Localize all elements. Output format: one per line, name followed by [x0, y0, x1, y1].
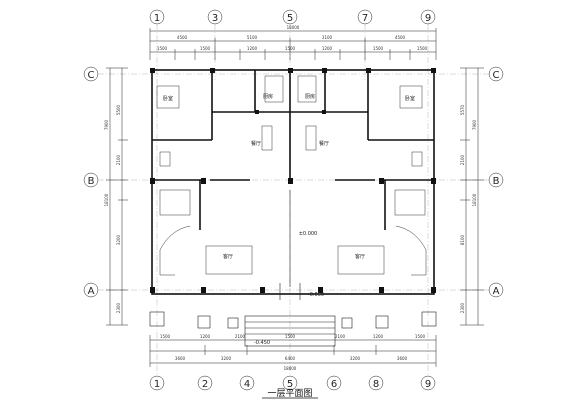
left-dim-1: 7900 — [104, 119, 109, 130]
axis-top-3: 3 — [212, 13, 218, 24]
room-bedroom-left: 卧室 — [163, 95, 173, 102]
furniture — [156, 75, 427, 276]
axis-right-a: A — [493, 286, 500, 297]
bottom-dim-r2-5: 2100 — [335, 334, 346, 339]
axis-top-9: 9 — [425, 13, 431, 24]
right-dim-2: 5570 — [460, 104, 465, 115]
axis-top-5: 5 — [287, 13, 293, 24]
right-dim-1: 7900 — [472, 119, 477, 130]
room-dining-left: 餐厅 — [251, 140, 261, 147]
top-dim-r2-4: 1500 — [285, 46, 296, 51]
bottom-dim-3: 6400 — [285, 356, 296, 361]
bottom-dim-r2-7: 1500 — [415, 334, 426, 339]
axis-bottom-6: 6 — [331, 379, 337, 390]
top-dim-4: 4500 — [395, 35, 406, 40]
room-living-left: 客厅 — [223, 253, 233, 260]
top-dim-r2-1: 1500 — [157, 46, 168, 51]
room-kitchen-left: 厨房 — [263, 93, 273, 100]
room-bedroom-right: 卧室 — [405, 95, 415, 102]
bottom-dim-4: 3200 — [350, 356, 361, 361]
bottom-dim-r2-3: 2100 — [235, 334, 246, 339]
axis-bottom-5: 5 — [287, 379, 293, 390]
axis-right-b: B — [493, 176, 500, 187]
bottom-axis-labels: 1 2 4 5 6 8 9 — [154, 379, 431, 390]
axis-bottom-4: 4 — [244, 379, 250, 390]
axis-top-1: 1 — [154, 13, 160, 24]
top-axis-labels: 1 3 5 7 9 — [154, 13, 431, 24]
left-dim-3: 2100 — [116, 154, 121, 165]
bottom-axis-bubbles — [149, 375, 436, 391]
bottom-dimension-lines — [149, 335, 437, 367]
right-overall-dim: 18100 — [472, 193, 477, 206]
left-dim-5: 2300 — [116, 302, 121, 313]
left-dimension-text: 7900 5500 2100 3200 2300 18100 — [104, 104, 121, 313]
axis-bottom-9: 9 — [425, 379, 431, 390]
top-dim-r2-5: 1200 — [322, 46, 333, 51]
top-dim-3: 3100 — [322, 35, 333, 40]
top-dim-r2-2: 1500 — [200, 46, 211, 51]
axis-lines — [98, 24, 489, 376]
bottom-total-dim: 18000 — [284, 366, 297, 371]
columns — [150, 68, 436, 293]
axis-right-c: C — [493, 70, 500, 81]
top-dim-r2-3: 1200 — [247, 46, 258, 51]
drawing-title: 一层平面图 — [267, 388, 312, 399]
axis-bottom-8: 8 — [373, 379, 379, 390]
room-dining-right: 餐厅 — [319, 140, 329, 147]
bottom-dim-r2-4: 1500 — [285, 334, 296, 339]
right-dimension-text: 7900 5570 2100 8100 2300 18100 — [460, 104, 477, 313]
side-axis-labels: C B A C B A — [88, 70, 500, 297]
axis-left-b: B — [88, 176, 95, 187]
left-dim-2: 5500 — [116, 104, 121, 115]
axis-bottom-1: 1 — [154, 379, 160, 390]
top-dim-2: 5100 — [247, 35, 258, 40]
top-dim-r2-6: 1500 — [373, 46, 384, 51]
right-dimension-lines — [460, 67, 484, 326]
bottom-dim-r2-2: 1200 — [200, 334, 211, 339]
axis-top-7: 7 — [362, 13, 368, 24]
bottom-dim-2: 3200 — [221, 356, 232, 361]
bottom-dim-5: 3600 — [397, 356, 408, 361]
bottom-dim-r2-1: 1500 — [160, 334, 171, 339]
left-dimension-lines — [106, 67, 128, 326]
side-axis-bubbles — [83, 66, 504, 298]
front-steps — [149, 190, 437, 347]
axis-bottom-2: 2 — [202, 379, 208, 390]
room-labels: 卧室 卧室 厨房 厨房 餐厅 餐厅 客厅 客厅 ±0.000 -0.050 -0… — [163, 93, 415, 346]
elevation-front: -0.050 — [308, 292, 324, 298]
elevation-center: ±0.000 — [299, 231, 318, 237]
top-total-dim: 18000 — [287, 25, 300, 30]
bottom-dimension-text: 1500 1200 2100 1500 2100 1200 1500 3600 … — [160, 334, 426, 371]
top-dimension-lines — [149, 28, 437, 60]
elevation-step: -0.450 — [254, 340, 270, 346]
top-dim-1: 4500 — [177, 35, 188, 40]
left-overall-dim: 18100 — [104, 193, 109, 206]
axis-left-c: C — [88, 70, 95, 81]
top-dimension-text: 18000 4500 5100 3100 4500 1500 1500 1200… — [157, 25, 428, 51]
right-dim-4: 8100 — [460, 234, 465, 245]
right-dim-5: 2300 — [460, 302, 465, 313]
axis-left-a: A — [88, 286, 95, 297]
left-dim-4: 3200 — [116, 234, 121, 245]
top-dim-r2-7: 1500 — [417, 46, 428, 51]
bottom-dim-r2-6: 1200 — [373, 334, 384, 339]
room-living-right: 客厅 — [355, 253, 365, 260]
bottom-dim-1: 3600 — [175, 356, 186, 361]
right-dim-3: 2100 — [460, 154, 465, 165]
room-kitchen-right: 厨房 — [305, 93, 315, 100]
